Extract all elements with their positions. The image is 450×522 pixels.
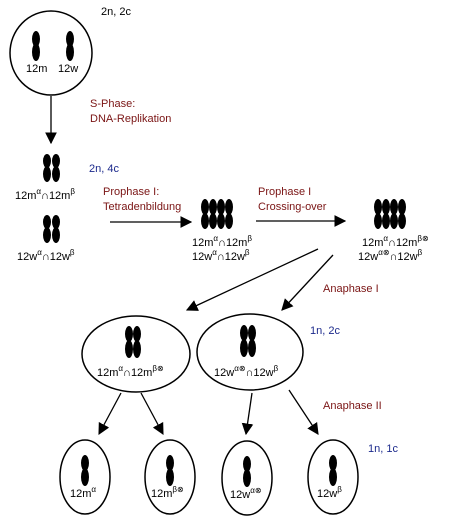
chromosome-12m-dyad bbox=[125, 326, 141, 358]
chromosome-12m-replicated bbox=[43, 154, 60, 182]
label-cell1-12m: 12mα∩12mβ⊗ bbox=[97, 364, 164, 379]
chromosome-12w-dyad bbox=[240, 325, 256, 357]
arrow-anaphase2-1 bbox=[98, 392, 122, 436]
label-crossover-12w: 12wα⊗∩12wβ bbox=[358, 248, 423, 263]
step-anaphase-1: Anaphase I bbox=[323, 283, 379, 295]
chromosome-12w-replicated bbox=[43, 215, 60, 243]
step-prophase-1-crossover: Prophase I bbox=[258, 186, 311, 198]
step-dna-replication: DNA-Replikation bbox=[90, 113, 171, 125]
tetrad bbox=[201, 199, 233, 229]
ploidy-1n1c: 1n, 1c bbox=[368, 443, 398, 455]
ploidy-2n2c: 2n, 2c bbox=[101, 6, 131, 18]
cell-meiosis1-right bbox=[196, 313, 304, 391]
label-gamete-3: 12wα⊗ bbox=[230, 486, 262, 501]
gamete-2 bbox=[144, 439, 196, 515]
chromosome-12m bbox=[32, 31, 40, 61]
label-gamete-1: 12mα bbox=[70, 485, 96, 500]
tetrad-crossed-over bbox=[374, 199, 406, 229]
gamete-1 bbox=[59, 439, 111, 515]
step-crossing-over: Crossing-over bbox=[258, 201, 327, 213]
chromosome-gamete-2 bbox=[166, 455, 174, 486]
gamete-3 bbox=[221, 440, 273, 516]
cell-meiosis1-left bbox=[81, 315, 191, 393]
arrow-anaphase1-left bbox=[185, 248, 319, 311]
step-tetrad-formation: Tetradenbildung bbox=[103, 201, 181, 213]
arrow-anaphase2-4 bbox=[288, 389, 319, 435]
label-tetrad-12w: 12wα∩12wβ bbox=[192, 248, 250, 263]
step-anaphase-2: Anaphase II bbox=[323, 400, 382, 412]
label-tetrad-12m: 12mα∩12mβ bbox=[192, 234, 252, 249]
arrow-anaphase2-3 bbox=[241, 392, 254, 436]
chromosome-gamete-4 bbox=[329, 455, 337, 486]
label-gamete-4: 12wβ bbox=[317, 485, 342, 500]
chromosome-gamete-1 bbox=[81, 455, 89, 486]
step-prophase-1: Prophase I: bbox=[103, 186, 159, 198]
label-crossover-12m: 12mα∩12mβ⊗ bbox=[362, 234, 429, 249]
arrow-anaphase2-2 bbox=[140, 392, 164, 436]
step-s-phase: S-Phase: bbox=[90, 98, 135, 110]
label-gamete-2: 12mβ⊗ bbox=[151, 485, 184, 500]
ploidy-2n4c: 2n, 4c bbox=[89, 163, 119, 175]
label-cell1-12w: 12wα⊗∩12wβ bbox=[214, 364, 279, 379]
gamete-4 bbox=[307, 439, 359, 515]
chromosome-gamete-3 bbox=[243, 456, 251, 487]
arrow-anaphase1-right bbox=[281, 254, 334, 311]
ploidy-1n2c: 1n, 2c bbox=[310, 325, 340, 337]
label-12m-pair: 12mα∩12mβ bbox=[15, 187, 75, 202]
chromosome-12w bbox=[66, 31, 74, 61]
label-12m: 12m bbox=[26, 63, 47, 75]
label-12w: 12w bbox=[58, 63, 78, 75]
label-12w-pair: 12wα∩12wβ bbox=[17, 248, 75, 263]
cell-diploid bbox=[9, 10, 93, 96]
